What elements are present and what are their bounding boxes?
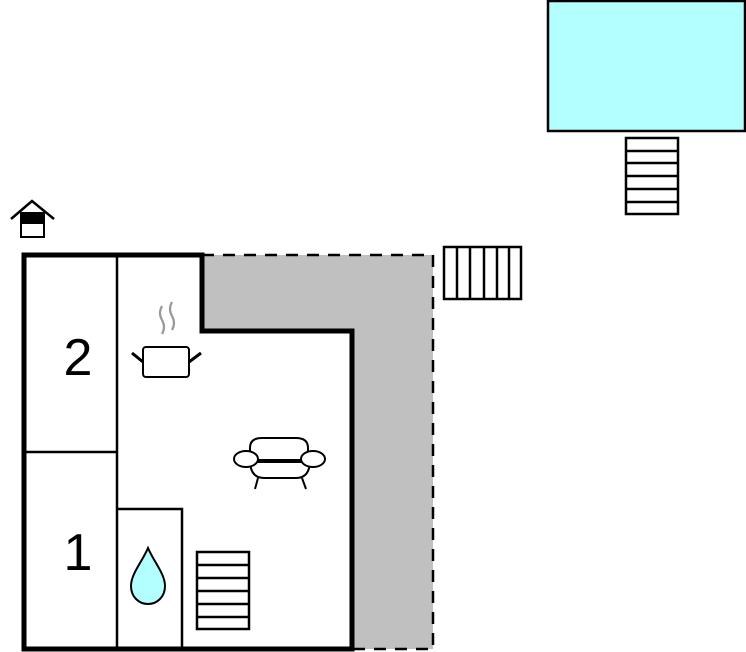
terrace-stairs-icon: [442, 245, 523, 301]
sofa-icon: [233, 437, 326, 490]
room-label-2: 2: [64, 329, 93, 387]
interior-stairs-icon: [195, 550, 251, 631]
room-label-1: 1: [64, 524, 93, 582]
terrace: [202, 255, 433, 649]
terrace-dashed-border: [202, 253, 435, 651]
house-entrance-icon: [10, 199, 55, 238]
house-outer-wall: [21, 252, 355, 652]
pool-stairs-icon: [624, 136, 680, 216]
water-drop-icon: [129, 545, 167, 606]
interior-walls: [24, 255, 184, 649]
swimming-pool: [546, 0, 746, 133]
cooking-pot-icon: [131, 301, 202, 378]
